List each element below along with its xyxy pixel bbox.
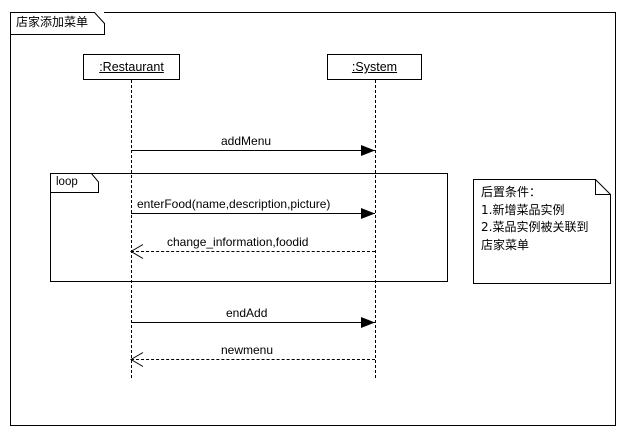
message-add-menu[interactable]	[131, 145, 375, 156]
message-end-add[interactable]	[131, 317, 375, 328]
lifeline-line-system	[375, 80, 376, 378]
message-new-menu[interactable]	[130, 352, 375, 367]
combined-fragment-operator-tab	[50, 173, 99, 193]
message-line-change-information	[131, 251, 375, 252]
note-postcondition-text: 后置条件： 1.新增菜品实例 2.菜品实例被关联到 店家菜单	[481, 185, 589, 252]
message-change-information[interactable]	[130, 244, 375, 259]
message-enter-food[interactable]	[131, 208, 375, 219]
message-label-new-menu: newmenu	[221, 343, 274, 357]
message-line-new-menu	[131, 359, 375, 360]
arrowhead-open-icon	[130, 352, 145, 367]
message-line-add-menu	[131, 150, 375, 151]
note-postcondition	[473, 179, 611, 284]
arrowhead-filled-icon	[361, 317, 376, 328]
message-line-enter-food	[131, 213, 375, 214]
message-label-change-information: change_information,foodid	[167, 235, 309, 249]
lifeline-line-restaurant	[131, 80, 132, 378]
diagram-frame-tab	[10, 12, 105, 35]
arrowhead-filled-icon	[361, 145, 376, 156]
arrowhead-open-icon	[130, 244, 145, 259]
diagram-frame-label: 店家添加菜单	[16, 15, 89, 29]
message-label-end-add: endAdd	[226, 306, 268, 320]
lifeline-head-system[interactable]: :System	[327, 54, 422, 80]
combined-fragment-operator-label: loop	[56, 176, 78, 188]
combined-fragment-loop	[50, 173, 448, 282]
message-label-enter-food: enterFood(name,description,picture)	[137, 197, 331, 211]
lifeline-head-restaurant[interactable]: :Restaurant	[83, 54, 180, 80]
arrowhead-filled-icon	[361, 208, 376, 219]
message-label-add-menu: addMenu	[221, 134, 272, 148]
lifeline-label-restaurant: :Restaurant	[99, 60, 164, 74]
message-line-end-add	[131, 322, 375, 323]
lifeline-label-system: :System	[351, 60, 398, 74]
